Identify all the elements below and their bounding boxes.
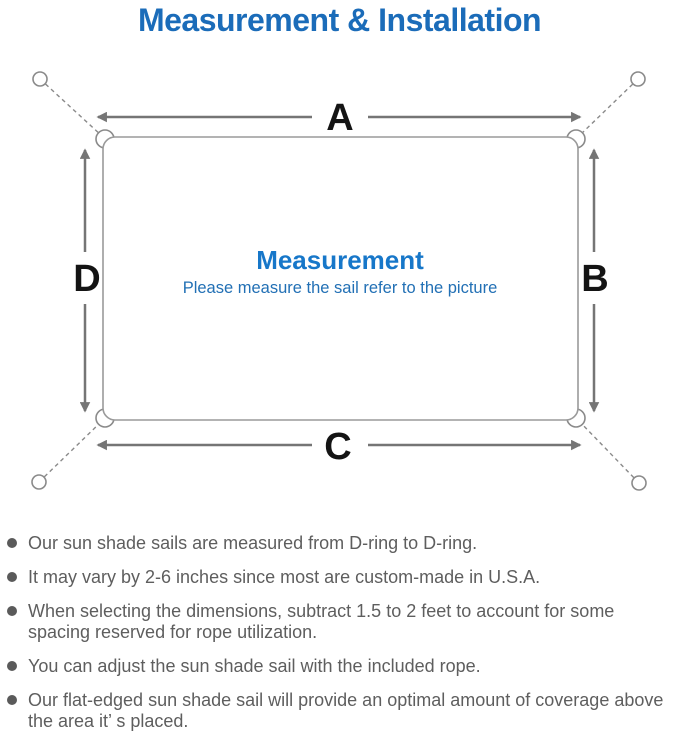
measurement-diagram: A B C D Measurement Please measure the s…: [31, 71, 647, 491]
dimension-label-a: A: [326, 97, 353, 139]
list-item: Our flat-edged sun shade sail will provi…: [7, 690, 673, 732]
note-text: It may vary by 2-6 inches since most are…: [28, 567, 541, 587]
rope-bottom-left: [38, 420, 103, 483]
guy-rope-lines: [38, 78, 640, 484]
anchor-point-icon: [631, 475, 647, 491]
rope-bottom-right: [578, 420, 640, 484]
bullet-icon: [7, 572, 17, 582]
bullet-icon: [7, 538, 17, 548]
note-text: Our sun shade sails are measured from D-…: [28, 533, 478, 553]
dimension-label-b: B: [581, 258, 608, 300]
note-text: You can adjust the sun shade sail with t…: [28, 656, 481, 676]
list-item: When selecting the dimensions, subtract …: [7, 601, 673, 643]
center-heading: Measurement: [256, 245, 424, 275]
sail-rectangle: [102, 136, 579, 421]
note-text: Our flat-edged sun shade sail will provi…: [28, 690, 664, 731]
page-title: Measurement & Installation: [137, 2, 542, 38]
notes-list: Our sun shade sails are measured from D-…: [0, 527, 679, 745]
anchor-point-icon: [31, 474, 47, 490]
rope-top-right: [578, 78, 639, 137]
list-item: You can adjust the sun shade sail with t…: [7, 656, 673, 677]
anchor-point-icon: [32, 71, 48, 87]
anchor-points: [31, 71, 647, 491]
measurement-arrows: [79, 111, 600, 451]
rope-top-left: [39, 78, 103, 137]
dimension-label-d: D: [73, 258, 100, 300]
anchor-point-icon: [630, 71, 646, 87]
note-text: When selecting the dimensions, subtract …: [28, 601, 615, 642]
center-subtitle: Please measure the sail refer to the pic…: [183, 279, 498, 297]
bullet-icon: [7, 606, 17, 616]
bullet-icon: [7, 695, 17, 705]
list-item: It may vary by 2-6 inches since most are…: [7, 567, 673, 588]
dimension-label-c: C: [324, 426, 351, 468]
bullet-icon: [7, 661, 17, 671]
list-item: Our sun shade sails are measured from D-…: [7, 533, 673, 554]
